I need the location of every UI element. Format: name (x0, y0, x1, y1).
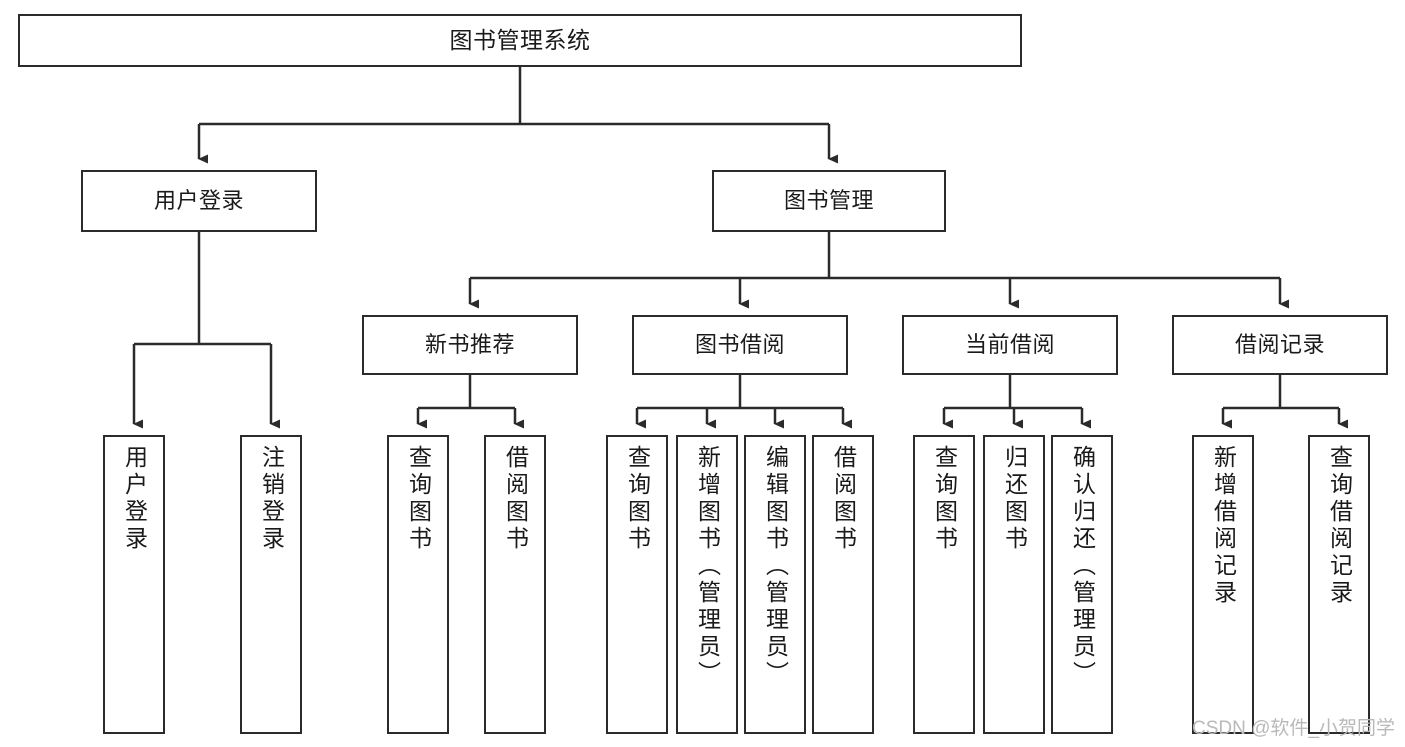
node-label: 查询借阅记录 (1326, 445, 1353, 607)
node-leaf-borrow-3[interactable]: 编辑图书（管理员） (744, 435, 806, 734)
node-root[interactable]: 图书管理系统 (18, 14, 1022, 67)
node-borrow[interactable]: 图书借阅 (632, 315, 848, 375)
node-leaf-newbook-1[interactable]: 查询图书 (387, 435, 449, 734)
node-label: 借阅图书 (830, 445, 857, 553)
node-label: 图书管理系统 (449, 26, 591, 53)
node-records[interactable]: 借阅记录 (1172, 315, 1388, 375)
node-leaf-borrow-2[interactable]: 新增图书（管理员） (676, 435, 738, 734)
node-label: 用户登录 (153, 187, 244, 213)
node-newbook[interactable]: 新书推荐 (362, 315, 578, 375)
node-current[interactable]: 当前借阅 (902, 315, 1118, 375)
node-label: 查询图书 (931, 445, 958, 553)
node-leaf-borrow-4[interactable]: 借阅图书 (812, 435, 874, 734)
node-leaf-borrow-1[interactable]: 查询图书 (606, 435, 668, 734)
node-label: 新书推荐 (424, 331, 515, 357)
node-leaf-login-1[interactable]: 用户登录 (103, 435, 165, 734)
node-leaf-current-2[interactable]: 归还图书 (983, 435, 1045, 734)
node-label: 查询图书 (624, 445, 651, 553)
node-label: 当前借阅 (964, 331, 1055, 357)
node-leaf-login-2[interactable]: 注销登录 (240, 435, 302, 734)
node-leaf-current-1[interactable]: 查询图书 (913, 435, 975, 734)
node-label: 图书借阅 (694, 331, 785, 357)
node-label: 编辑图书（管理员） (762, 445, 789, 688)
node-label: 图书管理 (783, 187, 874, 213)
node-label: 归还图书 (1001, 445, 1028, 553)
node-label: 用户登录 (121, 445, 148, 553)
node-label: 注销登录 (258, 445, 285, 553)
node-login[interactable]: 用户登录 (81, 170, 317, 232)
node-label: 新增借阅记录 (1210, 445, 1237, 607)
node-label: 查询图书 (405, 445, 432, 553)
node-label: 借阅图书 (502, 445, 529, 553)
node-leaf-newbook-2[interactable]: 借阅图书 (484, 435, 546, 734)
node-label: 确认归还（管理员） (1069, 445, 1096, 688)
node-bookmgmt[interactable]: 图书管理 (712, 170, 946, 232)
csdn-watermark: CSDN @软件_小贺同学 (1192, 718, 1395, 739)
node-label: 新增图书（管理员） (694, 445, 721, 688)
node-label: 借阅记录 (1234, 331, 1325, 357)
node-leaf-current-3[interactable]: 确认归还（管理员） (1051, 435, 1113, 734)
node-leaf-records-2[interactable]: 查询借阅记录 (1308, 435, 1370, 734)
node-leaf-records-1[interactable]: 新增借阅记录 (1192, 435, 1254, 734)
